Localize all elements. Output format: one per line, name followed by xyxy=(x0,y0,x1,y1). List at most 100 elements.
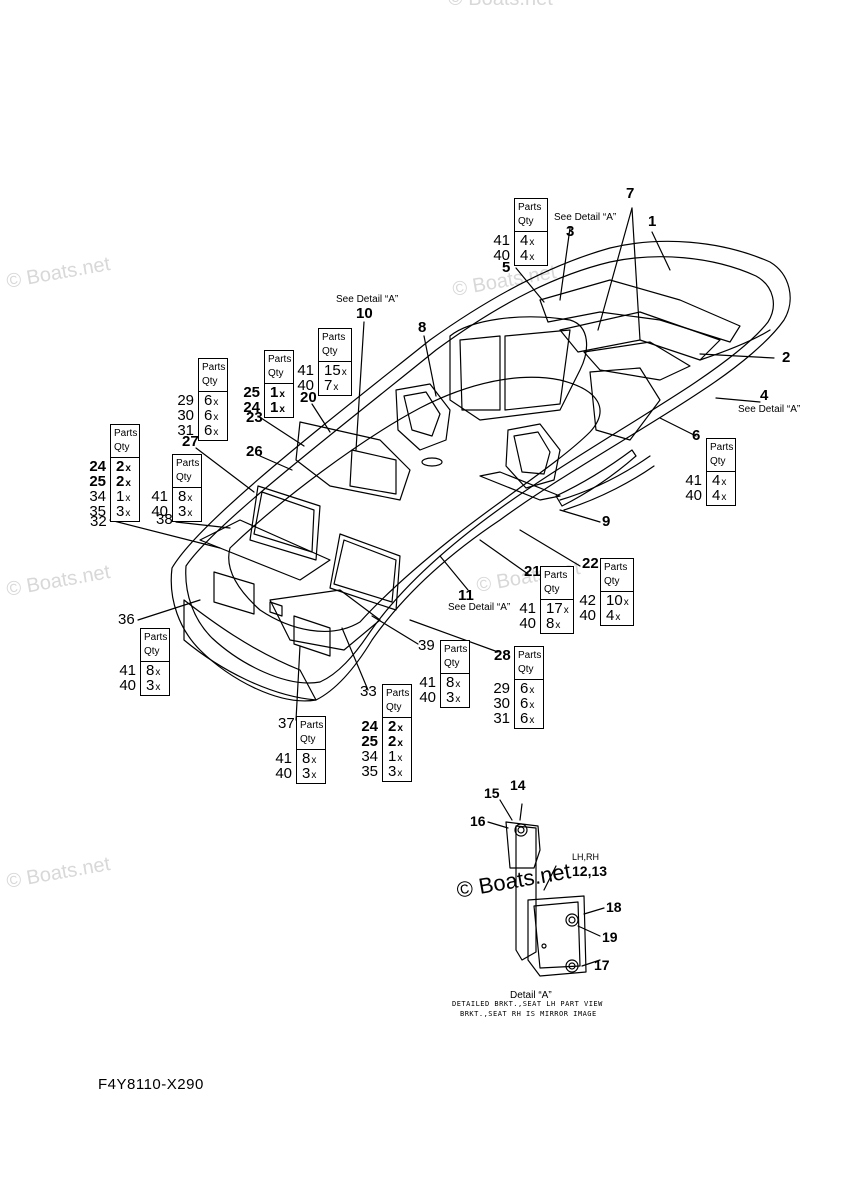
qty-value: 7 xyxy=(324,377,333,394)
qty-suffix: x xyxy=(311,755,317,766)
qty-row-quantity: 10x xyxy=(600,593,629,610)
qty-header-qty: Qty xyxy=(544,584,560,595)
qty-row-quantity: 1x xyxy=(264,385,285,402)
callout-39: 39 xyxy=(418,637,435,654)
qty-suffix: x xyxy=(397,768,403,779)
qty-row-quantity: 2x xyxy=(110,459,131,476)
qty-row-part-number: 42 xyxy=(579,592,596,609)
qty-suffix: x xyxy=(555,620,561,631)
qty-row-part-number: 41 xyxy=(119,662,136,679)
qty-value: 1 xyxy=(388,748,397,765)
detail-a-title: Detail “A” xyxy=(510,990,552,1001)
qty-value: 1 xyxy=(116,488,125,505)
qty-value: 2 xyxy=(116,473,125,490)
see-detail-note: See Detail “A” xyxy=(554,212,617,223)
qty-suffix: x xyxy=(125,478,131,489)
callout-2: 2 xyxy=(782,349,791,366)
callout-9: 9 xyxy=(602,513,611,530)
qty-value: 4 xyxy=(712,487,721,504)
callout-19: 19 xyxy=(602,929,618,945)
qty-header-qty: Qty xyxy=(268,368,284,379)
qty-value: 2 xyxy=(388,733,397,750)
qty-suffix: x xyxy=(155,667,161,678)
qty-box-values-cell xyxy=(440,674,470,708)
qty-header-qty: Qty xyxy=(202,376,218,387)
qty-value: 6 xyxy=(520,710,529,727)
qty-suffix: x xyxy=(397,738,403,749)
qty-row-quantity: 6x xyxy=(198,423,218,440)
qty-box-values-cell xyxy=(706,472,736,506)
qty-box-values-cell xyxy=(140,662,170,696)
callout-36: 36 xyxy=(118,611,135,628)
qty-box-values-cell xyxy=(540,600,574,634)
qty-suffix: x xyxy=(279,404,285,415)
qty-row-part-number: 40 xyxy=(119,677,136,694)
qty-header-parts: Parts xyxy=(544,570,568,581)
qty-row-part-number: 29 xyxy=(177,392,194,409)
qty-value: 3 xyxy=(302,765,311,782)
callout-18: 18 xyxy=(606,899,622,915)
qty-value: 3 xyxy=(146,677,155,694)
qty-row-quantity: 1x xyxy=(264,400,285,417)
qty-value: 4 xyxy=(606,607,615,624)
qty-row-part-number: 40 xyxy=(297,377,314,394)
qty-value: 10 xyxy=(606,592,623,609)
qty-suffix: x xyxy=(187,493,193,504)
qty-row-part-number: 24 xyxy=(243,399,260,416)
qty-box-values-cell xyxy=(110,458,140,522)
qty-header-parts: Parts xyxy=(444,644,468,655)
qty-row-part-number: 41 xyxy=(275,750,292,767)
detail-a-caption-line2: BRKT.,SEAT RH IS MIRROR IMAGE xyxy=(460,1010,597,1018)
qty-row-part-number: 41 xyxy=(419,674,436,691)
callout-28: 28 xyxy=(494,647,511,664)
qty-header-parts: Parts xyxy=(144,632,168,643)
qty-row-quantity: 8x xyxy=(172,489,192,506)
qty-value: 6 xyxy=(520,695,529,712)
see-detail-note: See Detail “A” xyxy=(738,404,801,415)
callout-33: 33 xyxy=(360,683,377,700)
qty-header-qty: Qty xyxy=(518,216,534,227)
callout-27: 27 xyxy=(182,433,199,450)
qty-row-quantity: 4x xyxy=(706,473,726,490)
callout-12-13: 12,13 xyxy=(572,863,608,879)
qty-value: 15 xyxy=(324,362,341,379)
qty-row-part-number: 40 xyxy=(493,247,510,264)
qty-row-quantity: 15x xyxy=(318,363,347,380)
callout-15: 15 xyxy=(484,785,500,801)
qty-suffix: x xyxy=(529,700,535,711)
qty-suffix: x xyxy=(455,694,461,705)
qty-header-parts: Parts xyxy=(300,720,324,731)
qty-row-quantity: 8x xyxy=(440,675,460,692)
qty-row-quantity: 1x xyxy=(110,489,130,506)
qty-row-quantity: 3x xyxy=(140,678,160,695)
qty-row-quantity: 3x xyxy=(440,690,460,707)
qty-row-quantity: 2x xyxy=(382,734,403,751)
qty-header-qty: Qty xyxy=(114,442,130,453)
qty-row-quantity: 2x xyxy=(382,719,403,736)
diagram-code: F4Y8110-X290 xyxy=(98,1076,204,1093)
qty-suffix: x xyxy=(397,753,403,764)
qty-row-quantity: 3x xyxy=(172,504,192,521)
qty-suffix: x xyxy=(623,597,629,608)
callout-8: 8 xyxy=(418,319,427,336)
qty-header-parts: Parts xyxy=(710,442,734,453)
